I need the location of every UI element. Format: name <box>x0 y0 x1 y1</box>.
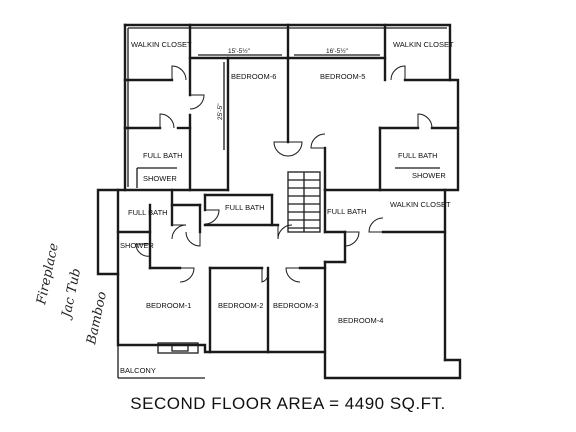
room-walkin-closet-left: WALKIN CLOSET <box>131 40 192 49</box>
handwritten-note-2: Jac Tub <box>59 267 85 322</box>
room-bedroom-2: BEDROOM-2 <box>218 301 263 310</box>
dim-bedroom-5-width: 16'-5½" <box>326 47 349 55</box>
handwritten-note-3: Bamboo <box>84 290 110 347</box>
middle-walls <box>116 188 447 354</box>
floor-area-caption: SECOND FLOOR AREA = 4490 SQ.FT. <box>130 394 446 413</box>
room-walkin-closet-mid-right: WALKIN CLOSET <box>390 200 451 209</box>
room-shower-upper-right: SHOWER <box>412 171 446 180</box>
room-walkin-closet-right: WALKIN CLOSET <box>393 40 454 49</box>
fireplace-detail <box>157 342 199 354</box>
room-bedroom-1: BEDROOM-1 <box>146 301 191 310</box>
dim-bedroom-6-depth: 25'-5" <box>217 103 224 120</box>
room-bedroom-6: BEDROOM-6 <box>231 72 276 81</box>
room-full-bath-mid-left: FULL BATH <box>128 208 168 217</box>
upper-walls <box>123 23 460 192</box>
staircase <box>287 171 321 233</box>
door-swings <box>135 65 433 283</box>
room-balcony: BALCONY <box>120 366 156 375</box>
room-full-bath-center-right: FULL BATH <box>327 207 367 216</box>
room-full-bath-upper-right: FULL BATH <box>398 151 438 160</box>
room-full-bath-center: FULL BATH <box>225 203 265 212</box>
room-full-bath-upper-left: FULL BATH <box>143 151 183 160</box>
room-shower-mid-left: SHOWER <box>120 241 154 250</box>
dimension-lines <box>198 54 380 150</box>
room-bedroom-5: BEDROOM-5 <box>320 72 365 81</box>
handwritten-note-1: Fireplace <box>34 241 62 306</box>
dim-bedroom-6-width: 15'-5½" <box>228 47 251 55</box>
room-bedroom-4: BEDROOM-4 <box>338 316 383 325</box>
room-bedroom-3: BEDROOM-3 <box>273 301 318 310</box>
room-shower-upper-left: SHOWER <box>143 174 177 183</box>
